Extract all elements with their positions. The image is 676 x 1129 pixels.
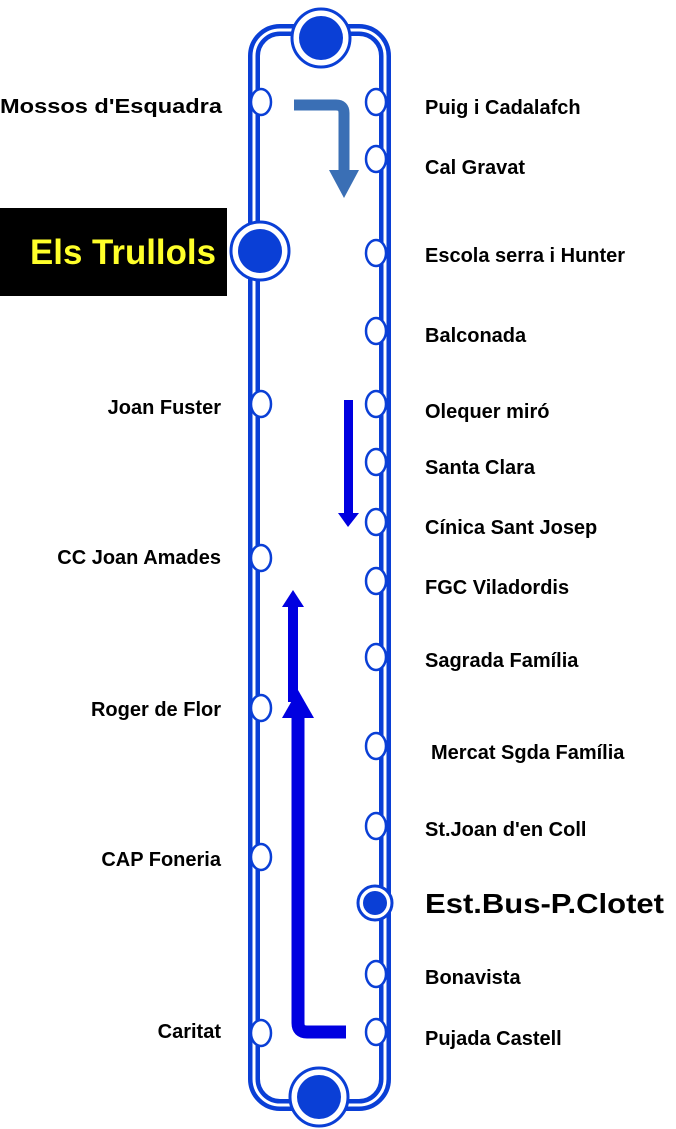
stop-label-left-6: Caritat — [158, 1021, 222, 1043]
stop-node-right-5 — [364, 389, 388, 419]
direction-arrow-down — [338, 400, 359, 527]
stop-node-left-5 — [249, 842, 273, 872]
stop-node-right-6 — [364, 447, 388, 477]
stop-node-right-13 — [364, 1017, 388, 1047]
terminal-bottom — [288, 1066, 350, 1128]
stop-node-right-11 — [364, 811, 388, 841]
stop-label-right-12: Est.Bus-P.Clotet — [425, 888, 664, 919]
stop-label-right-1: Puig i Cadalafch — [425, 97, 581, 119]
stop-label-left-3: CC Joan Amades — [57, 547, 221, 569]
stop-node-right-9 — [364, 642, 388, 672]
stop-label-right-14: Pujada Castell — [425, 1028, 562, 1050]
stop-node-right-2 — [364, 144, 388, 174]
stop-node-right-3 — [364, 238, 388, 268]
stop-label-right-6: Santa Clara — [425, 457, 536, 479]
direction-arrow-top-curved — [294, 99, 359, 198]
main-stop-node — [229, 220, 291, 282]
stop-label-right-13: Bonavista — [425, 967, 521, 989]
stop-node-left-1 — [249, 87, 273, 117]
stop-label-left-5: CAP Foneria — [101, 849, 222, 871]
stop-label-left-4: Roger de Flor — [91, 699, 221, 721]
stop-node-right-12 — [364, 959, 388, 989]
stop-node-left-2 — [249, 389, 273, 419]
stop-node-left-4 — [249, 693, 273, 723]
stop-label-right-7: Cínica Sant Josep — [425, 517, 597, 539]
route-line-outer — [248, 24, 391, 1111]
highlight-box — [0, 208, 227, 296]
stop-node-left-3 — [249, 543, 273, 573]
stop-label-right-11: St.Joan d'en Coll — [425, 819, 586, 841]
stop-label-right-9: Sagrada Família — [425, 650, 579, 672]
stop-label-right-10: Mercat Sgda Família — [431, 742, 625, 764]
stop-label-right-3: Escola serra i Hunter — [425, 245, 625, 267]
stop-label-right-8: FGC Viladordis — [425, 577, 569, 599]
route-line-inner — [252, 28, 387, 1107]
bus-station-node — [356, 884, 394, 922]
stop-node-right-1 — [364, 87, 388, 117]
stop-node-right-4 — [364, 316, 388, 346]
stop-node-right-10 — [364, 731, 388, 761]
highlight-stop-label: Els Trullols — [30, 233, 216, 272]
stop-node-right-8 — [364, 566, 388, 596]
direction-arrow-up — [282, 590, 304, 702]
stop-node-left-6 — [249, 1018, 273, 1048]
terminal-top — [290, 7, 352, 69]
stop-node-right-7 — [364, 507, 388, 537]
stop-label-right-2: Cal Gravat — [425, 157, 525, 179]
stop-label-left-1: Mossos d'Esquadra — [0, 96, 223, 118]
direction-arrow-bottom-curved — [282, 690, 346, 1039]
stop-label-right-4: Balconada — [425, 325, 527, 347]
stop-label-left-2: Joan Fuster — [108, 397, 222, 419]
stop-label-right-5: Olequer miró — [425, 401, 549, 423]
